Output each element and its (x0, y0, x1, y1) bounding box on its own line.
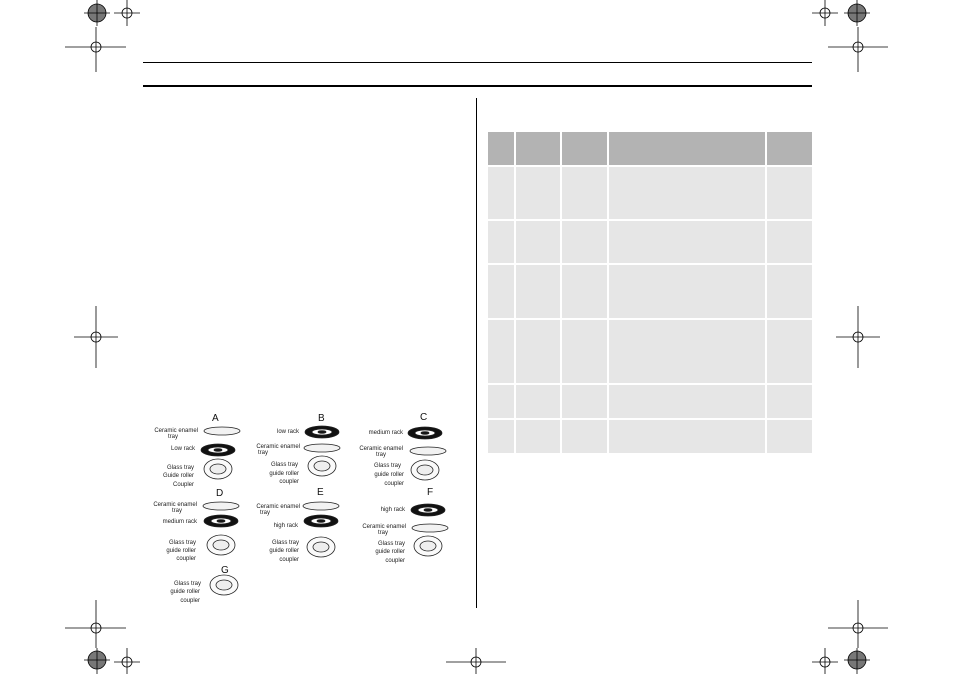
label: tray (171, 508, 182, 514)
label: tray (257, 450, 268, 456)
label: Ceramic enamel (362, 524, 406, 530)
table-cell (486, 318, 516, 385)
table-cell (765, 263, 814, 320)
config-letter-e: E (317, 487, 324, 498)
table-cell (514, 263, 562, 320)
label: coupler (176, 556, 196, 562)
label: Ceramic enamel (359, 446, 403, 452)
table-row (486, 318, 814, 385)
label: coupler (384, 481, 404, 487)
table-row (486, 165, 814, 221)
label: Low rack (170, 446, 195, 452)
label: coupler (180, 598, 200, 604)
column-header (560, 130, 609, 167)
column-header (607, 130, 767, 167)
table-cell (486, 383, 516, 420)
label: Guide roller (162, 473, 194, 479)
label: medium rack (368, 430, 403, 436)
column-header (486, 130, 516, 167)
label: Coupler (172, 482, 194, 488)
table-cell (514, 383, 562, 420)
table-cell (560, 383, 609, 420)
config-letter-g: G (221, 565, 229, 576)
label: low rack (276, 429, 299, 435)
table-cell (486, 165, 516, 221)
label: guide roller (375, 549, 405, 555)
header-rule-thin (143, 62, 812, 63)
label: high rack (380, 507, 405, 513)
table-cell (486, 219, 516, 265)
table-cell (765, 165, 814, 221)
label: Ceramic enamel (256, 504, 300, 510)
label: Glass tray (173, 581, 201, 587)
label: Ceramic enamel (153, 502, 197, 508)
label: guide roller (170, 589, 200, 595)
label: coupler (279, 557, 299, 563)
column-header (514, 130, 562, 167)
config-letter-d: D (216, 488, 224, 499)
table-row (486, 219, 814, 265)
header-rule-thick (143, 85, 812, 87)
label: tray (259, 510, 270, 516)
config-letter-b: B (318, 413, 325, 424)
table-cell (765, 418, 814, 455)
label: medium rack (162, 519, 197, 525)
table-header-row (486, 130, 814, 167)
table-row (486, 263, 814, 320)
cooking-table (486, 130, 814, 455)
column-header (765, 130, 814, 167)
label: guide roller (269, 471, 299, 477)
column-divider (476, 98, 477, 608)
label: Glass tray (168, 540, 196, 546)
label: Glass tray (377, 541, 405, 547)
label: guide roller (166, 548, 196, 554)
table-cell (514, 318, 562, 385)
label: high rack (273, 523, 298, 529)
config-letter-a: A (212, 413, 219, 424)
table-cell (607, 318, 767, 385)
table-cell (514, 165, 562, 221)
table-cell (514, 418, 562, 455)
table-cell (765, 219, 814, 265)
table-cell (765, 318, 814, 385)
config-letter-c: C (420, 412, 428, 423)
label: Glass tray (166, 465, 194, 471)
label: tray (377, 530, 388, 536)
label: Ceramic enamel (154, 428, 198, 434)
label: coupler (385, 558, 405, 564)
table-cell (486, 418, 516, 455)
table-cell (607, 418, 767, 455)
table-cell (560, 165, 609, 221)
label: tray (375, 452, 386, 458)
table-row (486, 418, 814, 455)
label: Glass tray (270, 462, 298, 468)
label: guide roller (269, 548, 299, 554)
label: Glass tray (271, 540, 299, 546)
table-cell (607, 165, 767, 221)
table-cell (765, 383, 814, 420)
table-cell (514, 219, 562, 265)
config-letter-f: F (427, 487, 434, 498)
table-row (486, 383, 814, 420)
table-cell (486, 263, 516, 320)
table-cell (560, 418, 609, 455)
table-cell (607, 263, 767, 320)
label: coupler (279, 479, 299, 485)
table-cell (560, 263, 609, 320)
label: Ceramic enamel (256, 444, 300, 450)
table-cell (560, 219, 609, 265)
label: tray (168, 434, 179, 440)
table-cell (607, 219, 767, 265)
label: Glass tray (373, 463, 401, 469)
table-cell (560, 318, 609, 385)
table-cell (607, 383, 767, 420)
label: guide roller (374, 472, 404, 478)
